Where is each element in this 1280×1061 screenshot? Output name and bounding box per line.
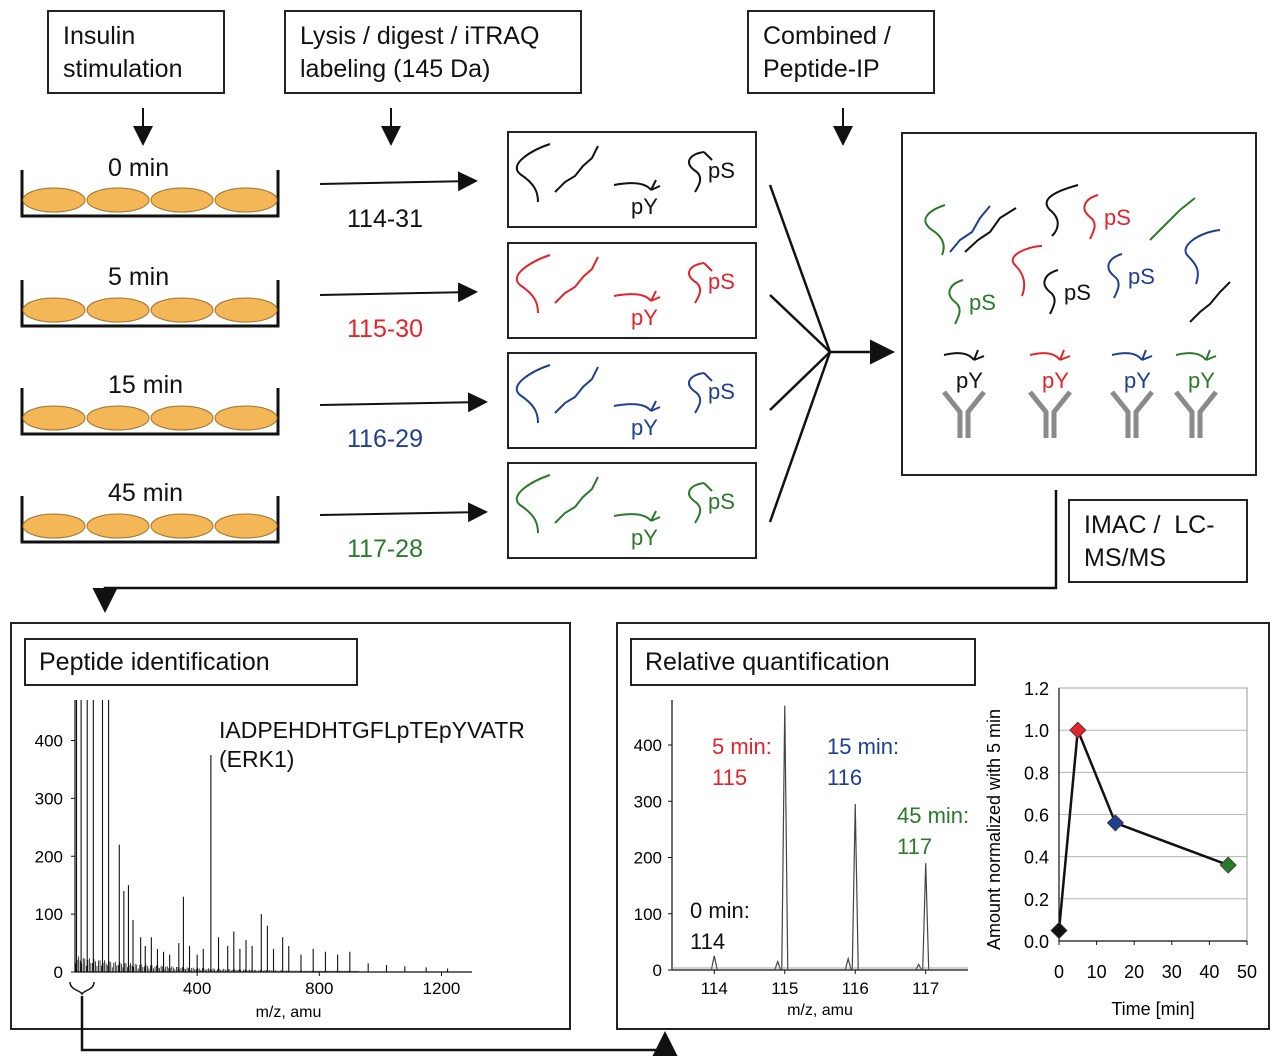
- reporter-label-mass: 115: [712, 765, 748, 790]
- py-mark: pY: [631, 194, 658, 219]
- reagent-label-116: 116-29: [347, 425, 423, 453]
- reporter-label-mass: 114: [690, 929, 726, 954]
- peptide-strand: [554, 476, 599, 524]
- reagent-label-115: 115-30: [347, 315, 423, 343]
- combined-step-box: Combined / Peptide-IP: [747, 10, 935, 94]
- reporter-label-time: 45 min:: [897, 803, 970, 828]
- phospho-s-peptide: [1043, 269, 1059, 315]
- ps-mark: pS: [1104, 205, 1131, 230]
- workflow-diagram: pY pS pY pS pY pS pY pS pS pS pS pS pY pY pY pY: [20, 108, 1257, 613]
- label-arrow-15: [319, 392, 488, 413]
- phospho-s-peptide: [688, 151, 713, 193]
- peptide-strand: [516, 474, 551, 534]
- phospho-s-peptide: [688, 482, 713, 524]
- combine-fan: [768, 184, 895, 523]
- peptide-box-0: pY pS: [507, 131, 757, 228]
- label-arrow-0: [319, 171, 478, 192]
- antibody-icon: [1110, 390, 1154, 438]
- ps-mark: pS: [708, 269, 735, 294]
- phospho-y-peptide: [1029, 349, 1071, 361]
- imac-step-box: IMAC / LC- MS/MS: [1068, 499, 1248, 583]
- label-arrow-45: [319, 502, 488, 523]
- peptide-strand: [964, 207, 1017, 253]
- reporter-label-time: 5 min:: [712, 734, 772, 759]
- phospho-s-peptide: [688, 372, 713, 414]
- quantification-title-box: Relative quantification: [630, 638, 976, 686]
- antibody-icon: [942, 390, 986, 438]
- peptide-strand: [949, 205, 991, 253]
- lysis-step-label: Lysis / digest / iTRAQ labeling (145 Da): [300, 22, 540, 83]
- label-arrow-5: [319, 282, 478, 303]
- peptide-protein: (ERK1): [219, 746, 295, 772]
- insulin-step-box: Insulin stimulation: [47, 10, 225, 94]
- dish-time-15: 15 min: [108, 371, 184, 399]
- identification-panel: Peptide identification: [10, 622, 571, 1030]
- peptide-strand: [516, 364, 551, 424]
- peptide-strand: [554, 145, 599, 193]
- phospho-s-peptide: [1107, 253, 1123, 299]
- py-mark: pY: [631, 525, 658, 550]
- peptide-strand: [924, 204, 946, 256]
- ps-mark: pS: [708, 379, 735, 404]
- phospho-y-peptide: [613, 290, 661, 302]
- peptide-strand: [1184, 229, 1221, 285]
- imac-connector: [92, 490, 1058, 613]
- peptide-box-1: pY pS: [507, 242, 757, 339]
- ps-mark: pS: [708, 158, 735, 183]
- py-mark: pY: [1188, 368, 1215, 393]
- reporter-label-time: 15 min:: [827, 734, 900, 759]
- phospho-s-peptide: [948, 279, 964, 325]
- peptide-strand: [554, 366, 599, 414]
- ps-mark: pS: [969, 290, 996, 315]
- phospho-y-peptide: [1175, 349, 1217, 361]
- lysis-step-box: Lysis / digest / iTRAQ labeling (145 Da): [284, 10, 582, 94]
- py-mark: pY: [956, 368, 983, 393]
- dish-time-45: 45 min: [108, 479, 184, 507]
- phospho-y-peptide: [1111, 349, 1153, 361]
- py-mark: pY: [1124, 368, 1151, 393]
- quantification-title: Relative quantification: [645, 648, 890, 676]
- insulin-step-label: Insulin stimulation: [63, 22, 183, 83]
- identification-title: Peptide identification: [39, 648, 270, 676]
- antibody-icon: [1174, 390, 1218, 438]
- combined-step-label: Combined / Peptide-IP: [763, 22, 891, 83]
- phospho-y-peptide: [943, 349, 985, 361]
- imac-step-label: IMAC / LC- MS/MS: [1084, 511, 1215, 572]
- py-mark: pY: [631, 415, 658, 440]
- phospho-s-peptide: [688, 262, 713, 304]
- phospho-y-peptide: [613, 179, 661, 191]
- ps-mark: pS: [1064, 280, 1091, 305]
- peptide-strand: [1149, 197, 1196, 241]
- reporter-label-mass: 116: [827, 765, 863, 790]
- peptide-strand: [516, 254, 551, 314]
- phospho-s-peptide: [1083, 194, 1099, 240]
- dish-time-5: 5 min: [108, 263, 170, 291]
- identification-title-box: Peptide identification: [24, 638, 358, 686]
- py-mark: pY: [631, 305, 658, 330]
- reagent-label-117: 117-28: [347, 535, 423, 563]
- peptide-strand: [1011, 245, 1043, 297]
- antibody-icon: [1028, 390, 1072, 438]
- phospho-y-peptide: [613, 400, 661, 412]
- peptide-box-2: pY pS: [507, 352, 757, 449]
- peptide-strand: [516, 143, 551, 203]
- peptide-sequence: IADPEHDHTGFLpTEpYVATR: [219, 717, 525, 743]
- reporter-label-time: 0 min:: [690, 898, 750, 923]
- dish-time-0: 0 min: [108, 154, 170, 182]
- ps-mark: pS: [708, 489, 735, 514]
- reagent-label-114: 114-31: [347, 205, 423, 233]
- ps-mark: pS: [1128, 264, 1155, 289]
- reporter-label-mass: 117: [897, 834, 933, 859]
- py-mark: pY: [1042, 368, 1069, 393]
- phospho-y-peptide: [613, 510, 661, 522]
- peptide-strand: [554, 256, 599, 304]
- peptide-strand: [1189, 281, 1231, 323]
- peptide-box-3: pY pS: [507, 462, 757, 559]
- peptide-strand: [1045, 184, 1079, 237]
